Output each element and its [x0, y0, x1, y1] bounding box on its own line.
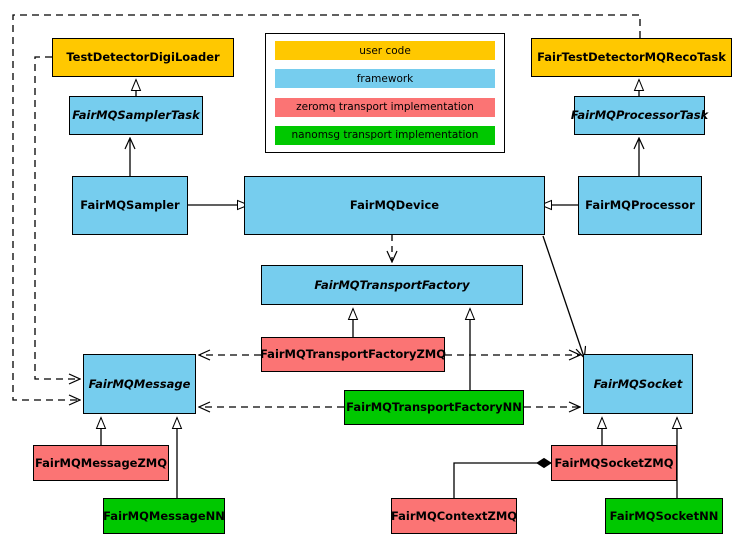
class-node-label: FairMQProcessor	[585, 198, 695, 213]
class-node-label: FairMQSocketNN	[609, 508, 719, 523]
legend-item-framework: framework	[275, 69, 495, 89]
class-node-label: FairMQProcessorTask	[570, 108, 709, 123]
class-node-TestDetectorDigiLoader[interactable]: TestDetectorDigiLoader	[52, 38, 234, 77]
edge-device-socket	[542, 235, 584, 357]
class-node-label: FairMQSampler	[80, 198, 180, 213]
class-node-FairMQTransportFactoryNN[interactable]: FairMQTransportFactoryNN	[344, 390, 524, 425]
class-node-FairMQSocketNN[interactable]: FairMQSocketNN	[605, 498, 723, 534]
class-node-FairMQProcessorTask[interactable]: FairMQProcessorTask	[570, 96, 709, 135]
legend-label-framework: framework	[356, 72, 414, 85]
class-node-label: FairMQTransportFactoryNN	[346, 400, 522, 415]
class-node-FairMQMessage[interactable]: FairMQMessage	[83, 354, 196, 414]
class-node-FairMQDevice[interactable]: FairMQDevice	[244, 176, 545, 235]
class-node-FairMQMessageZMQ[interactable]: FairMQMessageZMQ	[33, 445, 169, 481]
class-node-FairMQMessageNN[interactable]: FairMQMessageNN	[103, 498, 225, 534]
class-node-FairMQTransportFactoryZMQ[interactable]: FairMQTransportFactoryZMQ	[260, 337, 447, 372]
class-node-label: FairMQMessage	[88, 376, 191, 391]
class-node-label: FairMQSamplerTask	[72, 108, 200, 123]
class-node-label: FairMQMessageZMQ	[34, 455, 168, 470]
class-node-FairMQSamplerTask[interactable]: FairMQSamplerTask	[69, 96, 203, 135]
class-node-FairMQSocket[interactable]: FairMQSocket	[583, 354, 693, 414]
class-node-FairMQSampler[interactable]: FairMQSampler	[72, 176, 188, 235]
class-node-label: FairMQDevice	[349, 198, 440, 213]
legend-label-nanomsg: nanomsg transport implementation	[291, 129, 479, 142]
legend: user code framework zeromq transport imp…	[265, 33, 505, 153]
legend-item-zeromq: zeromq transport implementation	[275, 97, 495, 117]
class-node-label: FairMQContextZMQ	[390, 508, 518, 523]
edge-socketzmq-contextzmq	[453, 457, 552, 498]
class-node-FairMQProcessor[interactable]: FairMQProcessor	[578, 176, 702, 235]
class-node-label: FairMQMessageNN	[103, 508, 225, 523]
class-node-label: FairMQSocketZMQ	[554, 455, 674, 470]
class-node-label: FairTestDetectorMQRecoTask	[537, 50, 726, 65]
class-node-FairMQContextZMQ[interactable]: FairMQContextZMQ	[391, 498, 517, 534]
class-node-FairMQTransportFactory[interactable]: FairMQTransportFactory	[261, 265, 523, 305]
class-node-FairMQSocketZMQ[interactable]: FairMQSocketZMQ	[551, 445, 677, 481]
class-node-label: TestDetectorDigiLoader	[66, 50, 220, 65]
class-node-FairTestDetectorMQRecoTask[interactable]: FairTestDetectorMQRecoTask	[531, 38, 732, 77]
legend-item-user-code: user code	[275, 41, 495, 60]
class-node-label: FairMQSocket	[593, 376, 683, 391]
class-node-label: FairMQTransportFactory	[314, 277, 470, 292]
legend-label-zeromq: zeromq transport implementation	[296, 101, 474, 114]
class-node-label: FairMQTransportFactoryZMQ	[260, 347, 447, 362]
legend-label-user-code: user code	[359, 44, 411, 57]
legend-item-nanomsg: nanomsg transport implementation	[275, 125, 495, 145]
